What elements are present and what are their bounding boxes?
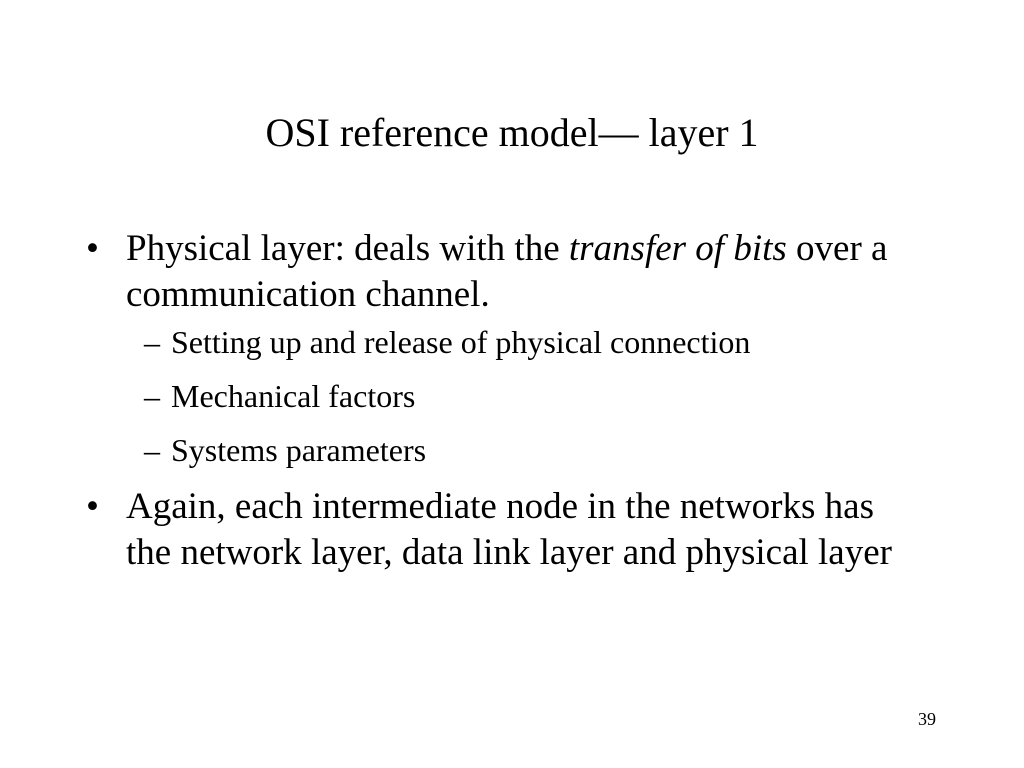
bullet-marker: • — [86, 228, 99, 269]
page-number: 39 — [918, 709, 936, 729]
bullet-text-after: over a communication channel. — [126, 228, 888, 315]
bullet-text: Physical layer: deals with the transfer … — [126, 228, 887, 315]
bullet-text-before: Physical layer: deals with the — [126, 228, 569, 269]
sub-item-systems-parameters: – Systems parameters — [126, 430, 916, 470]
bullet-text: Again, each intermediate node in the net… — [126, 486, 892, 573]
sub-bullet-marker: – — [144, 378, 160, 414]
sub-item-text: Setting up and release of physical conne… — [171, 324, 751, 360]
sub-bullet-list: – Setting up and release of physical con… — [126, 322, 916, 470]
sub-item-mechanical-factors: – Mechanical factors — [126, 376, 916, 416]
sub-item-setup-release: – Setting up and release of physical con… — [126, 322, 916, 362]
bullet-item-physical-layer: • Physical layer: deals with the transfe… — [86, 226, 916, 470]
bullet-marker: • — [86, 486, 99, 527]
slide-title: OSI reference model— layer 1 — [265, 110, 759, 155]
sub-bullet-marker: – — [144, 324, 160, 360]
sub-bullet-marker: – — [144, 432, 160, 468]
bullet-list: • Physical layer: deals with the transfe… — [86, 226, 916, 580]
sub-item-text: Systems parameters — [171, 432, 427, 468]
bullet-text-emphasis: transfer of bits — [568, 228, 787, 269]
sub-item-text: Mechanical factors — [171, 378, 416, 414]
bullet-item-intermediate-node: • Again, each intermediate node in the n… — [86, 484, 916, 576]
